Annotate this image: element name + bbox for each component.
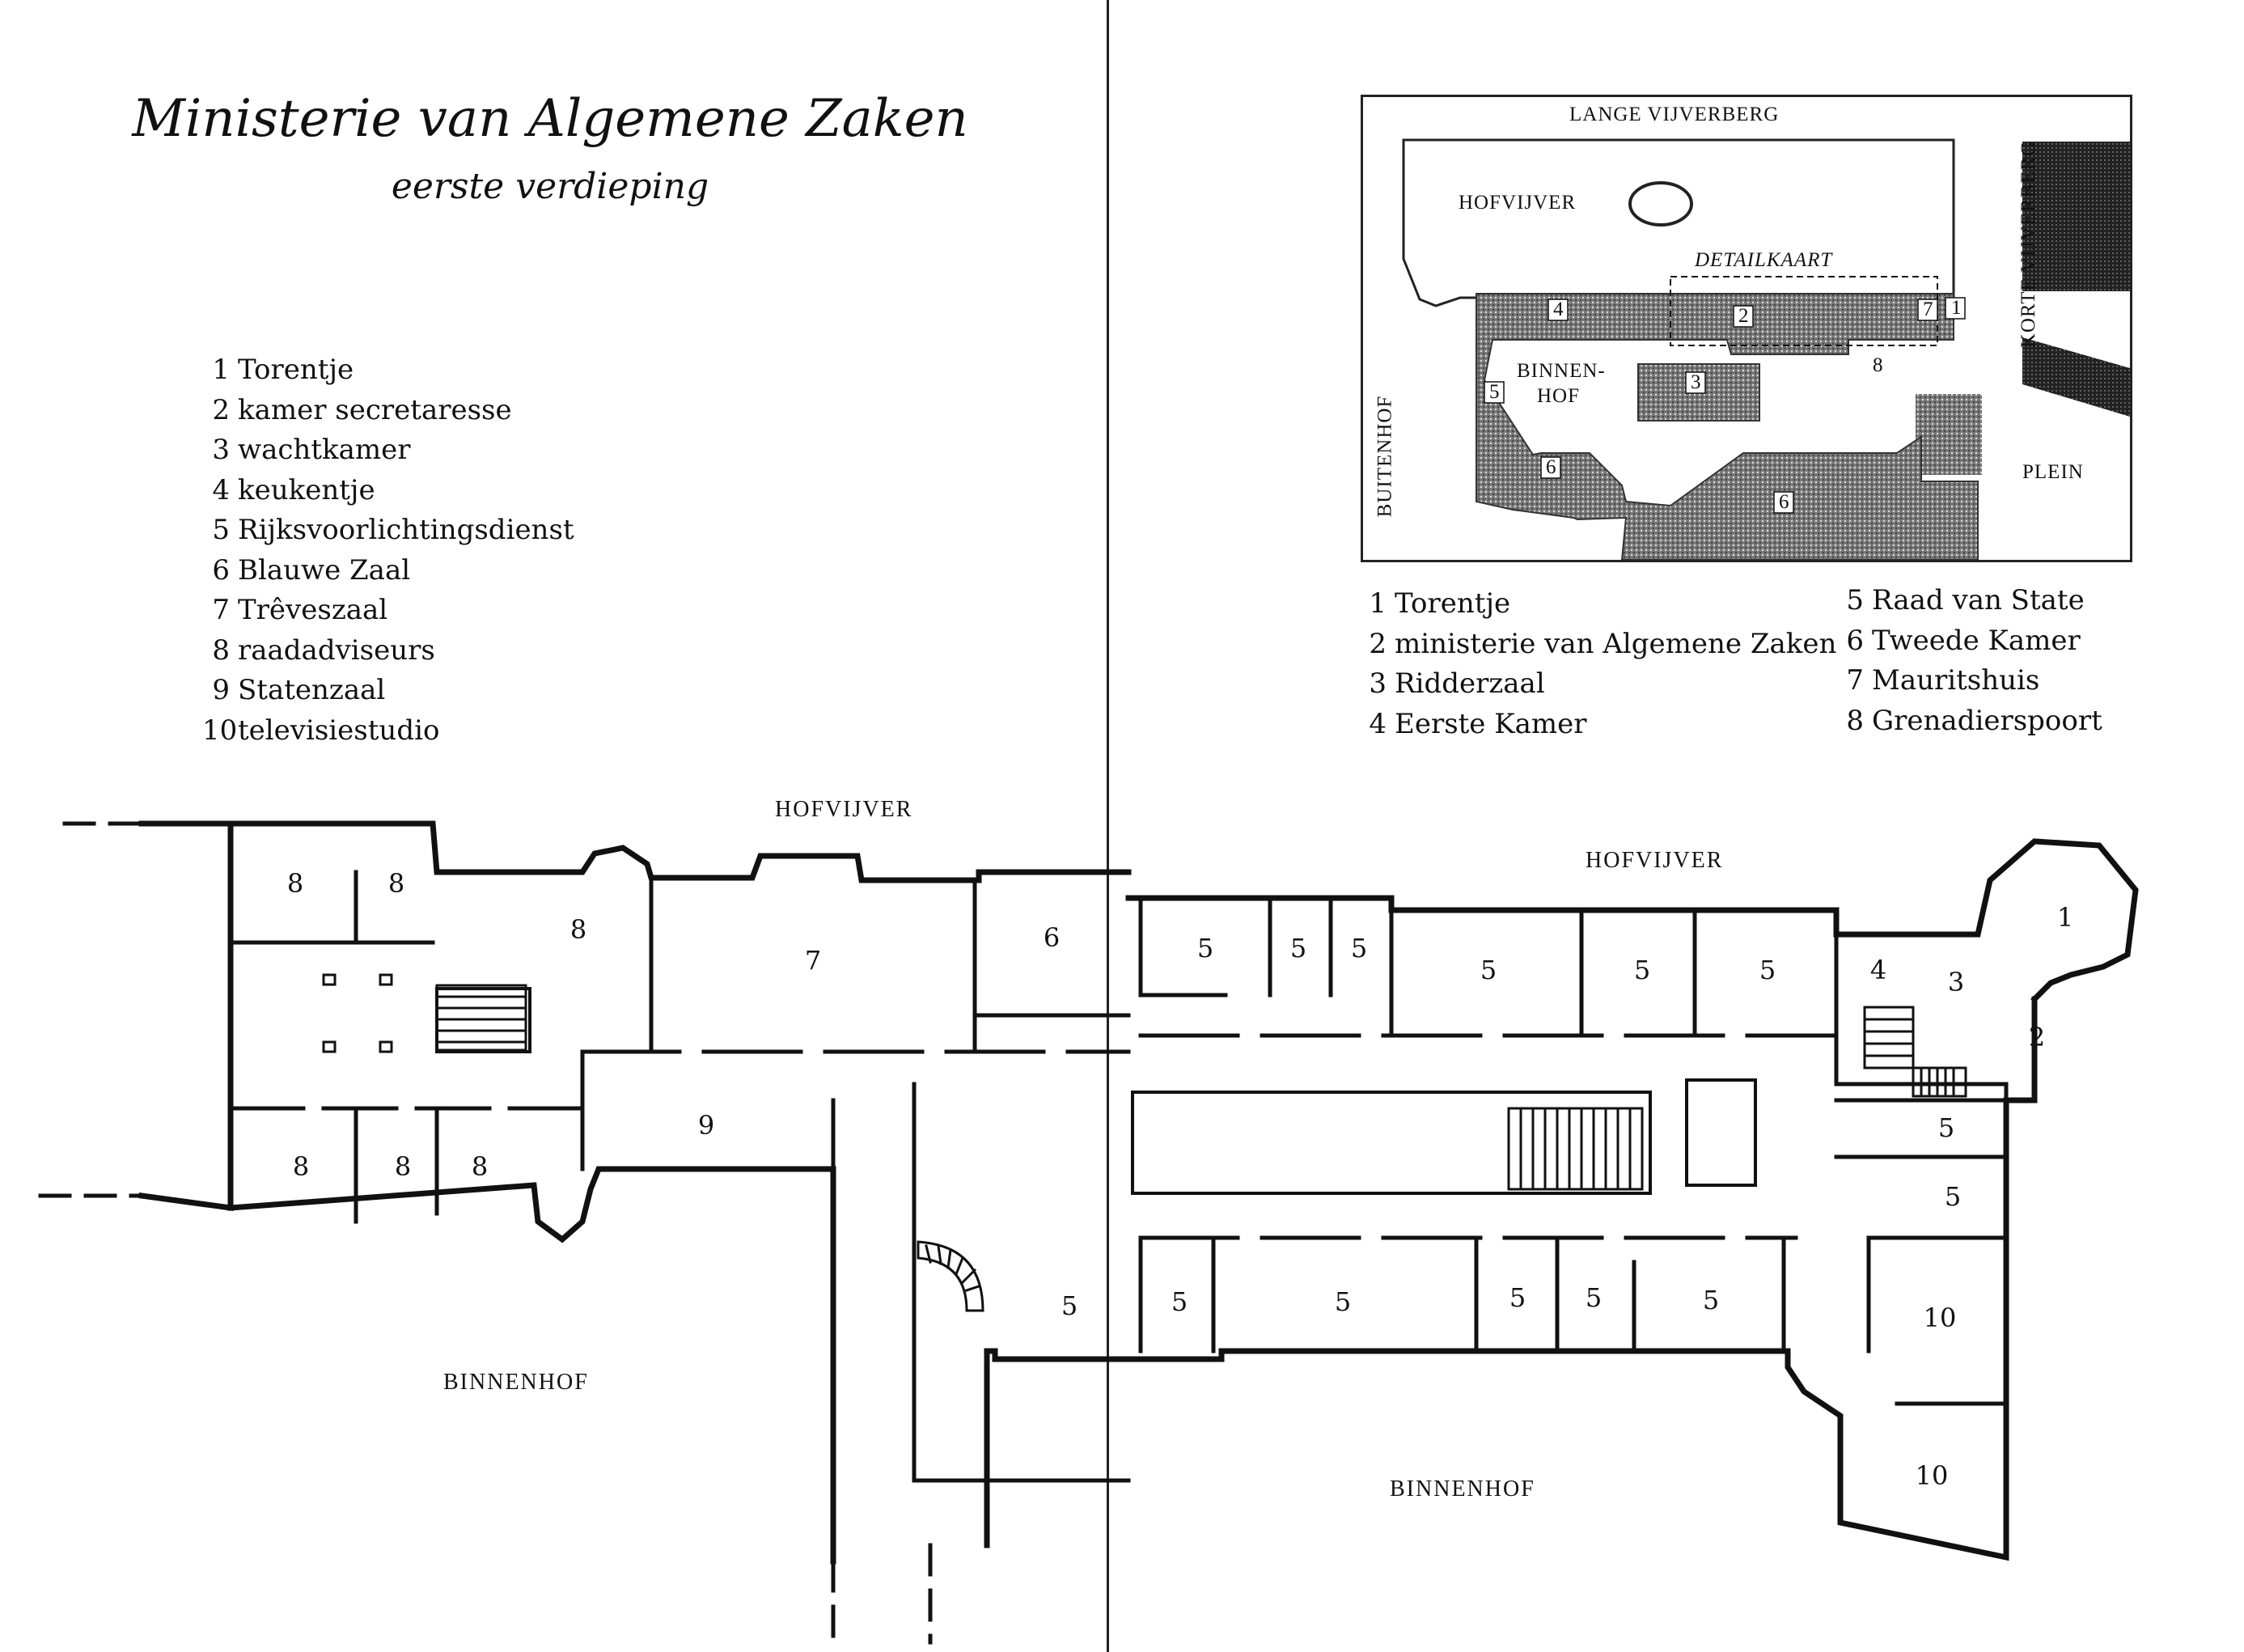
inset-number: 2 xyxy=(1738,305,1750,327)
inset-number: 3 xyxy=(1691,371,1702,393)
room-number: 10 xyxy=(1924,1303,1957,1333)
page-subtitle: eerste verdieping xyxy=(391,166,709,207)
room-number: 8 xyxy=(388,868,404,899)
staircase xyxy=(1863,1006,1915,1070)
binnenhof-label-line1: BINNEN- xyxy=(1517,360,1606,382)
outer-wall xyxy=(1125,838,2139,1003)
outer-wall xyxy=(984,996,2038,1561)
inset-number: 1 xyxy=(1951,297,1962,319)
room-number: 1 xyxy=(2057,902,2073,933)
room-number: 5 xyxy=(1703,1285,1719,1315)
outer-wall xyxy=(227,1166,836,1565)
binnenhof-label-left: BINNENHOF xyxy=(443,1370,589,1395)
detail-map-label: DETAILKAART xyxy=(1695,249,1833,271)
inner-wall xyxy=(1138,896,1228,998)
inset-number: 5 xyxy=(1489,381,1501,403)
room-number: 5 xyxy=(1759,955,1776,985)
room-number: 8 xyxy=(570,914,586,945)
room-number: 8 xyxy=(395,1151,411,1182)
spiral-staircase xyxy=(917,1240,984,1312)
inner-wall xyxy=(435,987,531,1053)
room-number: 5 xyxy=(1480,955,1497,985)
inset-number: 4 xyxy=(1553,299,1564,320)
overview-map-drawing xyxy=(1402,138,2130,560)
inner-wall xyxy=(912,1082,1131,1483)
room-number: 8 xyxy=(472,1151,488,1182)
inset-number: 6 xyxy=(1546,456,1557,478)
room-number: 4 xyxy=(1870,955,1886,985)
room-number: 5 xyxy=(1290,933,1306,964)
inset-number: 8 xyxy=(1873,354,1884,376)
room-number: 5 xyxy=(1335,1286,1351,1317)
inner-court xyxy=(1131,1091,1652,1195)
room-number: 5 xyxy=(1509,1282,1526,1313)
inner-wall xyxy=(1685,1078,1757,1187)
room-number: 5 xyxy=(1945,1181,1961,1212)
room-number: 5 xyxy=(1586,1282,1602,1313)
room-number: 6 xyxy=(1044,922,1060,953)
binnenhof-label-right: BINNENHOF xyxy=(1390,1476,1535,1502)
inset-number: 7 xyxy=(1923,299,1934,320)
room-number: 2 xyxy=(2029,1022,2045,1053)
room-number: 5 xyxy=(1197,933,1213,964)
room-number: 9 xyxy=(698,1110,714,1141)
hofvijver-label-right: HOFVIJVER xyxy=(1586,848,1724,873)
plein-label: PLEIN xyxy=(2022,461,2084,483)
hofvijver-label-left: HOFVIJVER xyxy=(775,797,913,822)
binnenhof-label-line2: HOF xyxy=(1537,385,1581,407)
room-number: 5 xyxy=(1938,1112,1954,1143)
pond-label: HOFVIJVER xyxy=(1459,192,1577,214)
page-title: Ministerie van Algemene Zaken xyxy=(132,89,968,149)
staircase xyxy=(1507,1107,1644,1191)
street-label-top: LANGE VIJVERBERG xyxy=(1569,104,1780,125)
inset-number: 6 xyxy=(1779,491,1790,513)
staircase xyxy=(435,984,527,1052)
room-number: 3 xyxy=(1948,967,1964,998)
overview-map: LANGE VIJVERBERG HOFVIJVER DETAILKAART B… xyxy=(1361,95,2132,562)
outer-wall xyxy=(138,820,234,1212)
room-number: 5 xyxy=(1061,1290,1078,1321)
staircase xyxy=(1912,1066,1967,1098)
room-number: 5 xyxy=(1634,955,1650,985)
room-number: 7 xyxy=(805,945,821,976)
page-fold-line xyxy=(1107,0,1109,1652)
pillars xyxy=(322,973,393,1053)
room-number: 8 xyxy=(287,868,303,899)
room-number: 5 xyxy=(1351,933,1367,964)
room-number: 8 xyxy=(293,1151,309,1182)
legend-item: 10televisiestudio xyxy=(202,714,440,747)
outer-wall xyxy=(227,820,1132,883)
room-number: 5 xyxy=(1171,1286,1188,1317)
room-number: 10 xyxy=(1916,1460,1949,1491)
